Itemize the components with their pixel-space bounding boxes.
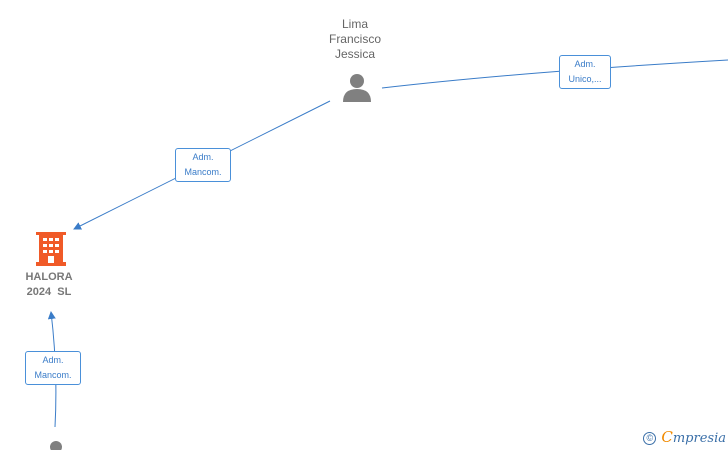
building-icon[interactable]: [35, 231, 67, 267]
edge-label-line: Mancom.: [184, 167, 222, 177]
edge-label-bottom-to-company[interactable]: Adm. Mancom.: [25, 351, 81, 385]
brand-initial: C: [661, 428, 673, 446]
person-icon[interactable]: [341, 72, 373, 102]
company-name-line: 2024 SL: [26, 286, 72, 298]
brand-watermark: © Cmpresia: [643, 428, 726, 446]
edge-label-line: Mancom.: [34, 370, 72, 380]
copyright-icon: ©: [643, 432, 657, 445]
person-top-name-line: Francisco: [328, 32, 381, 46]
company-name-line: HALORA: [25, 271, 73, 283]
edge-label-line: Adm.: [192, 152, 214, 162]
person-top-name-line: Lima: [341, 17, 368, 31]
edge-label-top-to-right[interactable]: Adm. Unico,...: [559, 55, 611, 89]
edge-top-to-right: [381, 59, 728, 89]
brand-name: mpresia: [672, 431, 726, 446]
person-icon[interactable]: [44, 440, 68, 450]
person-top-name-line: Jessica: [334, 47, 375, 61]
edge-label-line: Adm.: [42, 355, 64, 365]
person-top-name[interactable]: Lima Francisco Jessica: [315, 17, 395, 62]
edge-label-top-to-company[interactable]: Adm. Mancom.: [175, 148, 231, 182]
edge-label-line: Adm.: [574, 59, 596, 69]
edge-label-line: Unico,...: [568, 74, 602, 84]
company-name[interactable]: HALORA 2024 SL: [9, 270, 89, 300]
